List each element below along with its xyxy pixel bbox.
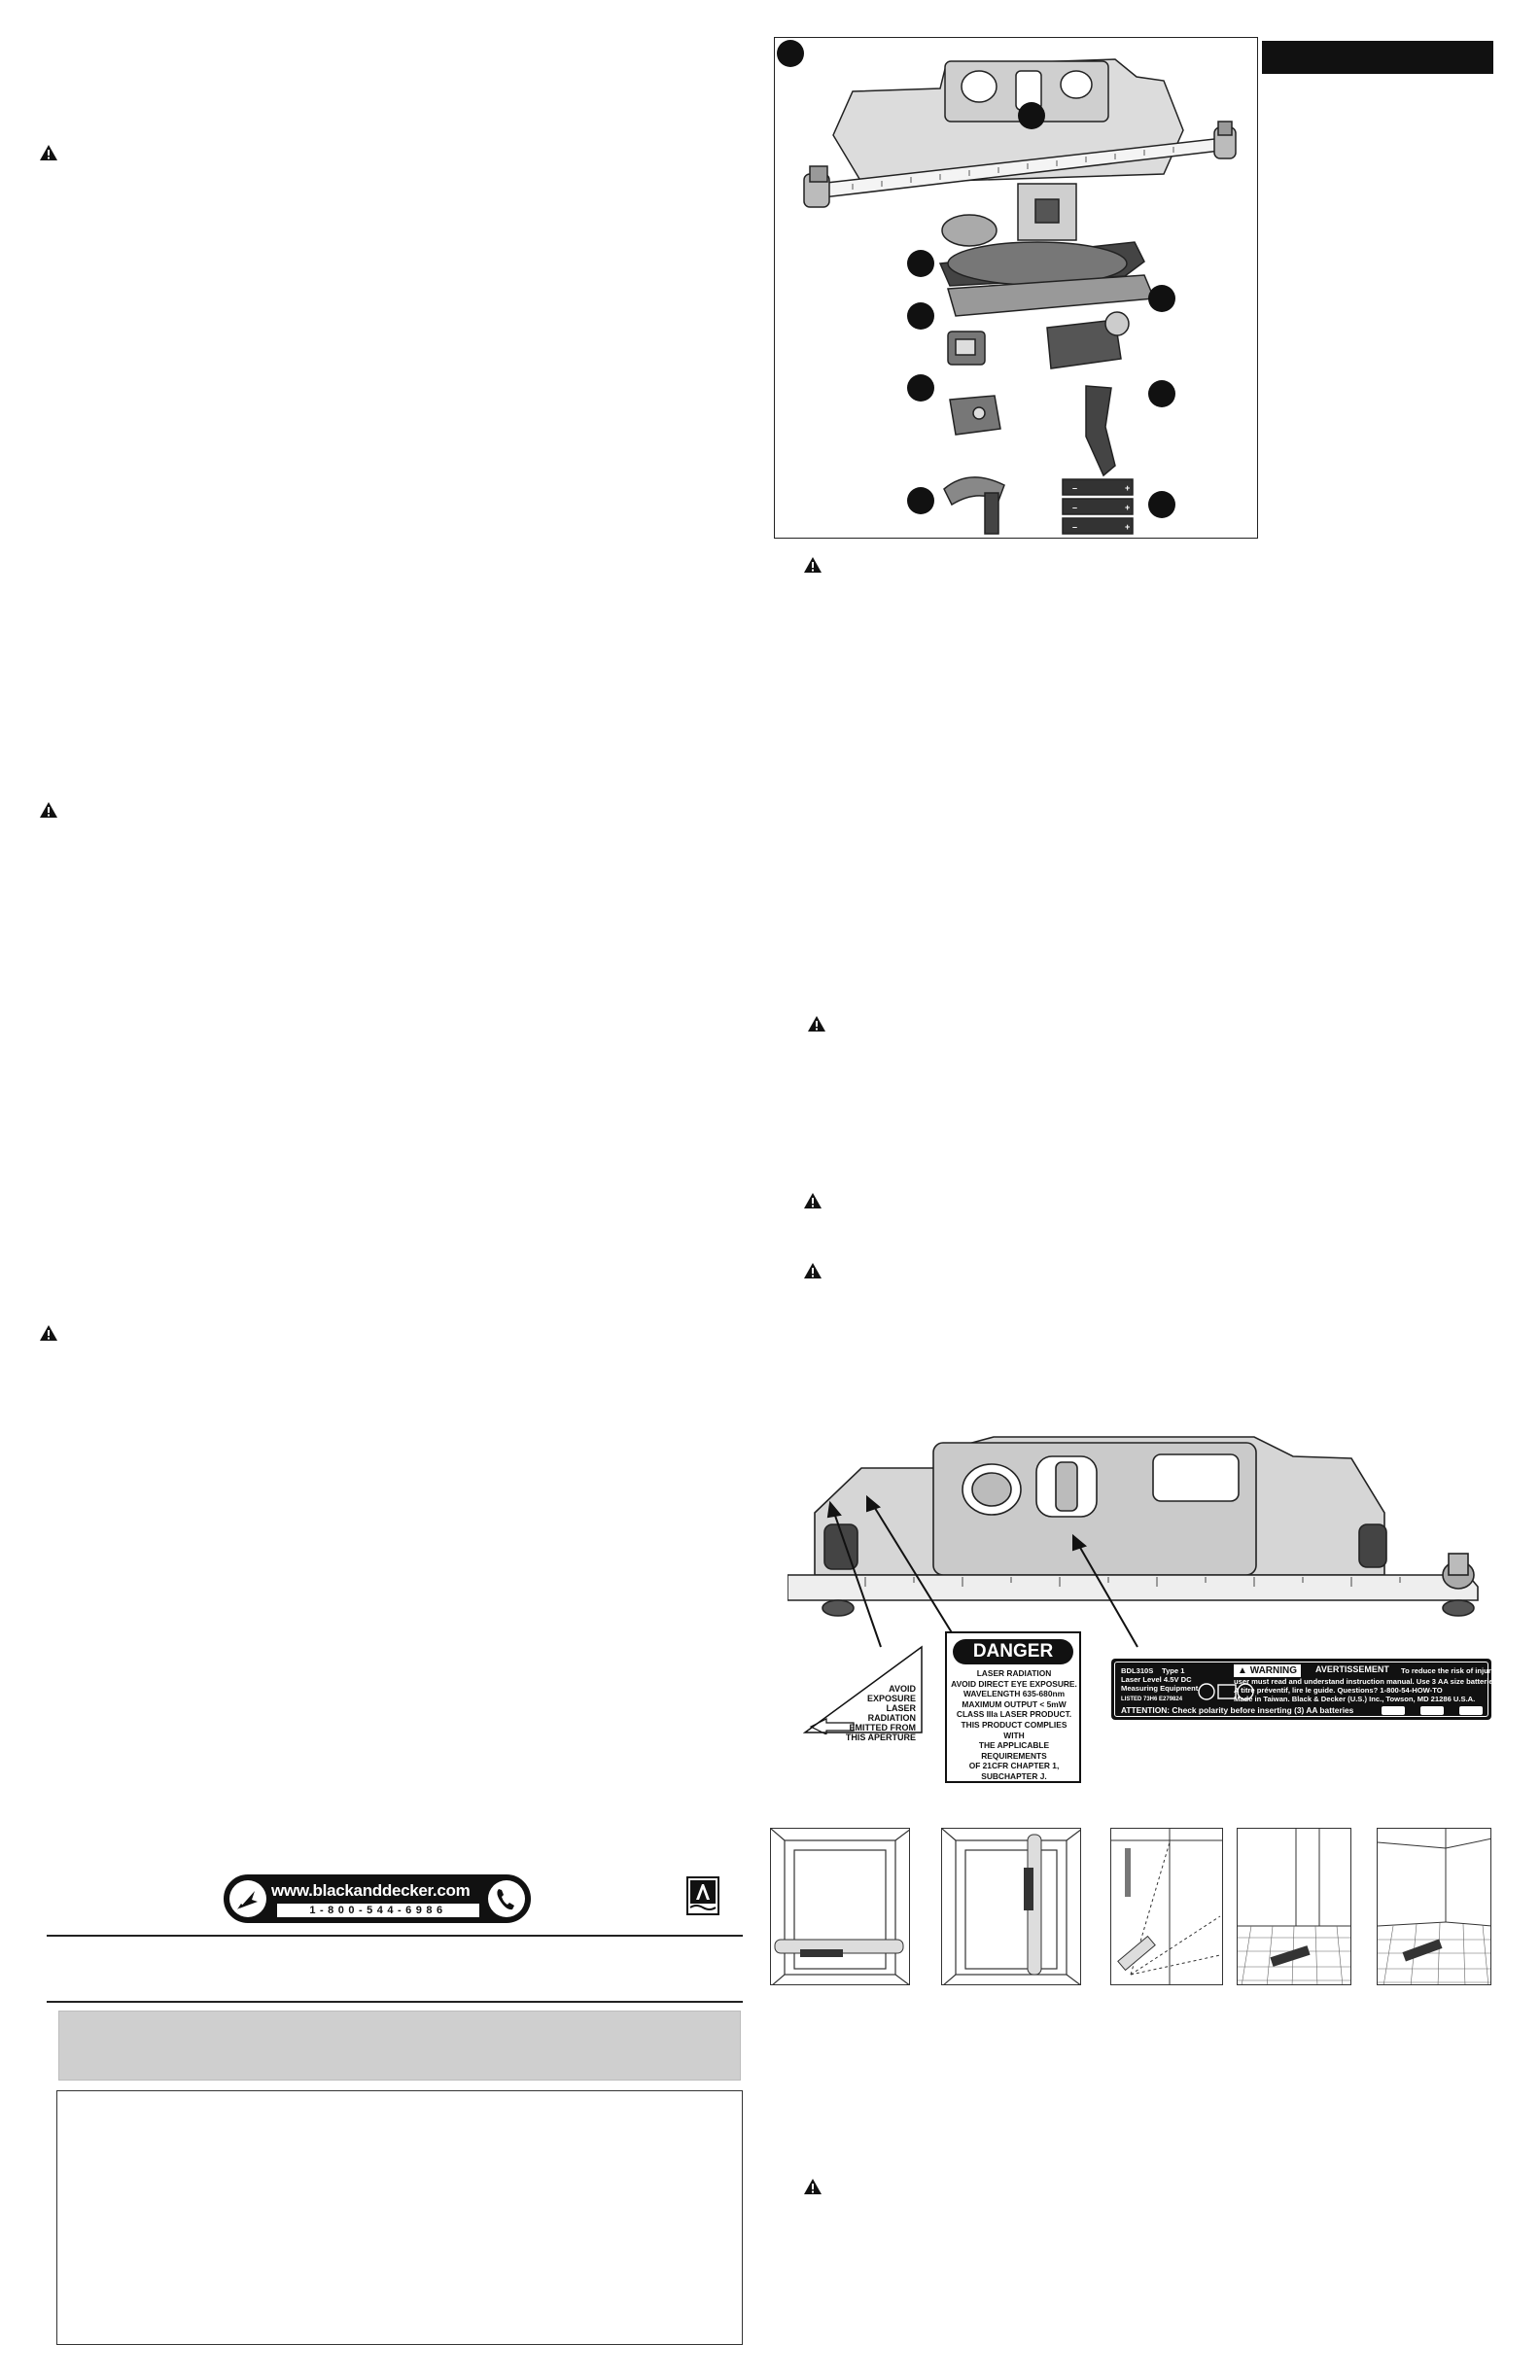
warning-triangle-icon [808,1016,825,1032]
warning-triangle-icon [40,802,57,818]
directory-book-icon [686,1876,719,1915]
aperture-line: EXPOSURE [866,1694,916,1703]
warning-text-2: user must read and understand instructio… [1234,1677,1499,1686]
danger-header: DANGER [953,1639,1073,1664]
pointer-arrow-icon [229,1880,266,1917]
svg-text:–: – [1072,522,1077,532]
laser-level-components-illustration: – + – + – + [777,40,1237,535]
application-figure-plumb-line [1110,1828,1223,1985]
avertissement-text: AVERTISSEMENT [1315,1664,1389,1674]
warning-triangle-icon [804,1193,822,1208]
aperture-line: AVOID [889,1684,916,1694]
application-figure-floor-tile-1 [1237,1828,1351,1985]
warning-triangle-icon [804,1263,822,1278]
rating-type: Type 1 [1162,1666,1185,1675]
web-phone: 1-800-544-6986 [277,1904,479,1917]
danger-line: SUBCHAPTER J. [981,1770,1047,1781]
application-figure-door-frame-vertical [941,1828,1081,1985]
warning-triangle-icon [40,1325,57,1341]
rating-line: Laser Level 4.5V DC [1121,1675,1192,1684]
svg-text:+: + [1125,522,1130,532]
danger-line: THIS PRODUCT COMPLIES WITH [961,1719,1068,1740]
warning-text-3: A titre préventif, lire le guide. Questi… [1234,1686,1443,1695]
web-url: www.blackanddecker.com [271,1881,471,1900]
danger-line: OF 21CFR CHAPTER 1, [968,1761,1060,1771]
rating-equipment: Measuring Equipment [1121,1684,1199,1693]
application-figure-floor-tile-2 [1377,1828,1491,1985]
warning-triangle-icon [804,557,822,573]
danger-line: THE APPLICABLE REQUIREMENTS [978,1740,1050,1761]
attention-text: ATTENTION: Check polarity before inserti… [1121,1705,1354,1715]
callout-dot [777,40,804,67]
warning-text-1: To reduce the risk of injury, [1401,1666,1497,1675]
aperture-line: EMITTED FROM [849,1723,917,1732]
figure-a-components: – + – + – + [774,37,1258,539]
svg-text:–: – [1072,483,1077,493]
outlined-text-box [56,2090,743,2345]
danger-line: AVOID DIRECT EYE EXPOSURE. [951,1678,1077,1689]
svg-text:–: – [1072,503,1077,512]
warning-triangle-icon [40,145,57,160]
application-figure-door-frame-horizontal [770,1828,910,1985]
language-tab [1262,41,1493,74]
warning-badge: ▲ WARNING [1234,1664,1302,1677]
danger-line: CLASS IIIa LASER PRODUCT. [956,1709,1072,1720]
danger-line: MAXIMUM OUTPUT < 5mW [962,1698,1067,1709]
danger-label: DANGER LASER RADIATION AVOID DIRECT EYE … [945,1631,1081,1783]
phone-handset-icon [488,1880,525,1917]
aperture-line: THIS APERTURE [845,1732,916,1742]
section-divider [47,2001,743,2003]
svg-text:+: + [1125,483,1130,493]
danger-line: WAVELENGTH 635-680nm [962,1689,1066,1699]
battery-icons [1382,1706,1483,1715]
aperture-line: LASER [886,1703,916,1713]
blackanddecker-web-logo: www.blackanddecker.com 1-800-544-6986 [224,1874,531,1923]
danger-line: LASER RADIATION [976,1668,1052,1678]
section-divider [47,1935,743,1937]
figure-b-label-locations [788,1436,1479,1648]
warning-triangle-icon [804,2179,822,2194]
rating-warning-label: BDL310S Type 1 Laser Level 4.5V DC Measu… [1111,1659,1499,1720]
rating-listed: LISTED 73H6 E279824 [1121,1697,1183,1702]
aperture-line: RADIATION [867,1713,916,1723]
certification-marks-icon [1198,1683,1254,1700]
warning-text-4: Made in Taiwan. Black & Decker (U.S.) In… [1234,1695,1476,1703]
shaded-heading-box [58,2011,741,2081]
rating-model: BDL310S [1121,1666,1154,1675]
aperture-label: AVOID EXPOSURE LASER RADIATION EMITTED F… [803,1645,924,1742]
svg-text:+: + [1125,503,1130,512]
